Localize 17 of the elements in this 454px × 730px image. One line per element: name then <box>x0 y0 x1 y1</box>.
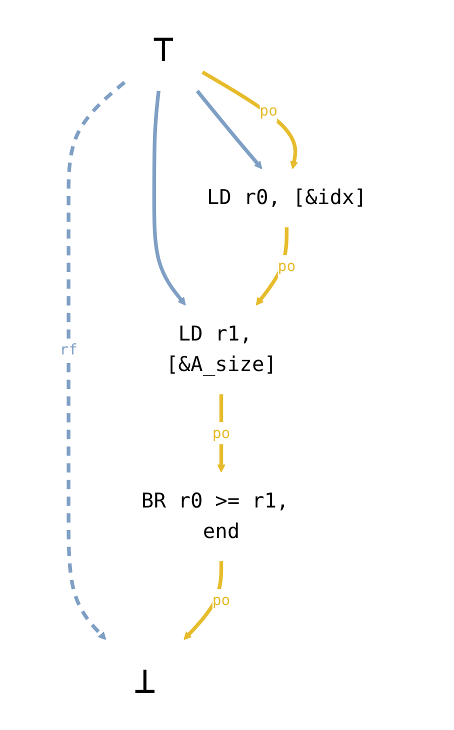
node-text: LD r0, [&idx] <box>206 186 367 210</box>
edge-label: po <box>278 256 296 275</box>
arrow <box>196 90 262 170</box>
arrow <box>256 227 289 306</box>
arrow <box>202 70 298 170</box>
arrow <box>217 394 226 472</box>
edge-label: rf <box>60 340 78 358</box>
edge-label: po <box>212 590 230 608</box>
arrow <box>152 90 186 306</box>
edge-label: po <box>260 102 278 120</box>
arrow <box>184 561 224 640</box>
edge-label: po <box>212 424 230 442</box>
arrow <box>66 80 126 640</box>
node-text: LD r1, [&A_size] <box>166 322 277 377</box>
node-text: ⊥ <box>134 660 156 702</box>
node-text: ⊤ <box>152 28 175 70</box>
node-text: BR r0 >= r1, end <box>141 490 289 544</box>
